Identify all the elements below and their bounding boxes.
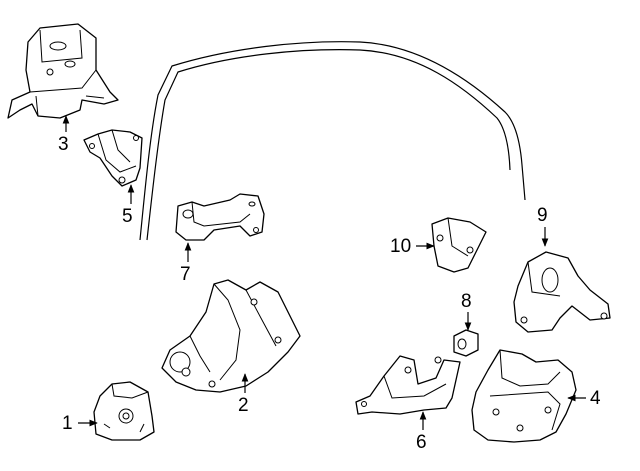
callout-leaders [62, 115, 586, 430]
callout-label-3: 3 [58, 134, 69, 155]
bracket-part-6 [355, 355, 461, 415]
callout-label-9: 9 [537, 205, 548, 226]
vehicle-body-outline [139, 41, 526, 241]
callout-label-4: 4 [590, 388, 601, 409]
callout-label-1: 1 [62, 413, 73, 434]
bushing-part-8 [453, 329, 479, 357]
bracket-part-2 [161, 279, 301, 393]
callout-label-8: 8 [461, 291, 472, 312]
bracket-part-5 [83, 129, 143, 187]
callout-label-2: 2 [238, 395, 249, 416]
callout-label-6: 6 [416, 432, 427, 453]
callout-label-7: 7 [180, 264, 191, 285]
engine-mount-part-9 [513, 251, 611, 333]
engine-mount-part-3 [7, 23, 119, 119]
bracket-part-10 [431, 217, 487, 273]
bracket-part-7 [175, 193, 265, 241]
bracket-part-4 [471, 349, 577, 443]
callout-label-10: 10 [390, 236, 412, 257]
callout-label-5: 5 [122, 206, 133, 227]
engine-mount-part-1 [93, 381, 155, 441]
